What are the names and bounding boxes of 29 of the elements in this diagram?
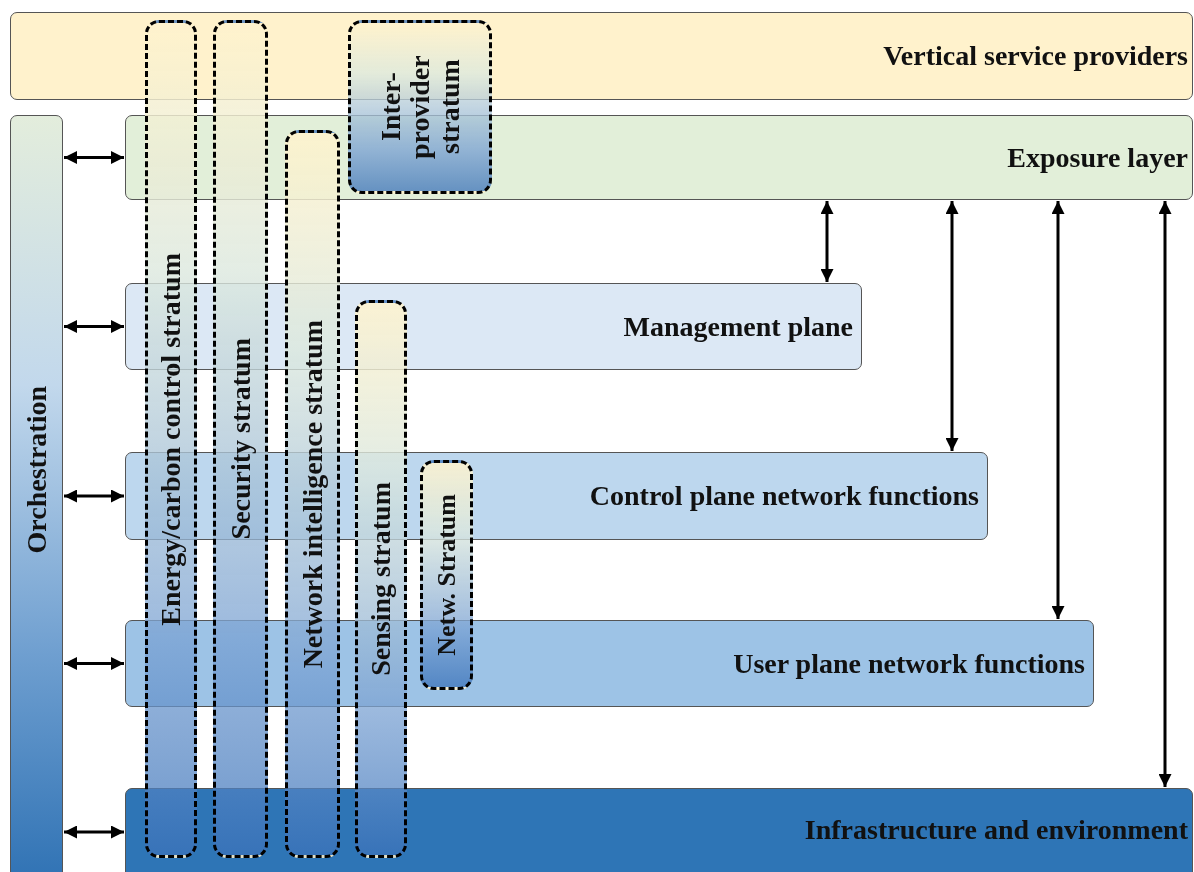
- double-arrow: [820, 201, 834, 282]
- layer-label: User plane network functions: [733, 647, 1085, 680]
- layer-label: Management plane: [623, 310, 853, 343]
- layer-label: Vertical service providers: [883, 40, 1188, 72]
- stratum-label: Sensing stratum: [366, 482, 396, 676]
- stratum-box: [213, 20, 268, 858]
- double-arrow: [64, 657, 124, 670]
- stratum-box: [145, 20, 197, 858]
- stratum-box: [348, 20, 492, 194]
- double-arrow: [945, 201, 959, 451]
- double-arrow: [1158, 201, 1172, 787]
- stratum-box: [285, 130, 340, 858]
- stratum-label: Network intelligence stratum: [297, 319, 328, 669]
- layer-label: Exposure layer: [1007, 141, 1188, 174]
- stratum-label: Netw. Stratum: [432, 494, 461, 656]
- double-arrow: [64, 825, 124, 839]
- stratum-box: [355, 300, 407, 858]
- bar-label: Orchestration: [21, 386, 52, 554]
- stratum-box: [420, 460, 473, 690]
- double-arrow: [1051, 201, 1065, 619]
- stratum-label: Inter- provider stratum: [375, 54, 465, 161]
- orchestration-bar: [10, 115, 63, 872]
- double-arrow: [64, 320, 124, 333]
- layer-label: Infrastructure and environment: [804, 814, 1188, 846]
- stratum-label: Energy/carbon control stratum: [156, 252, 186, 626]
- double-arrow: [64, 151, 124, 164]
- stratum-label: Security stratum: [225, 338, 256, 540]
- double-arrow: [64, 489, 124, 503]
- layer-label: Control plane network functions: [589, 480, 979, 512]
